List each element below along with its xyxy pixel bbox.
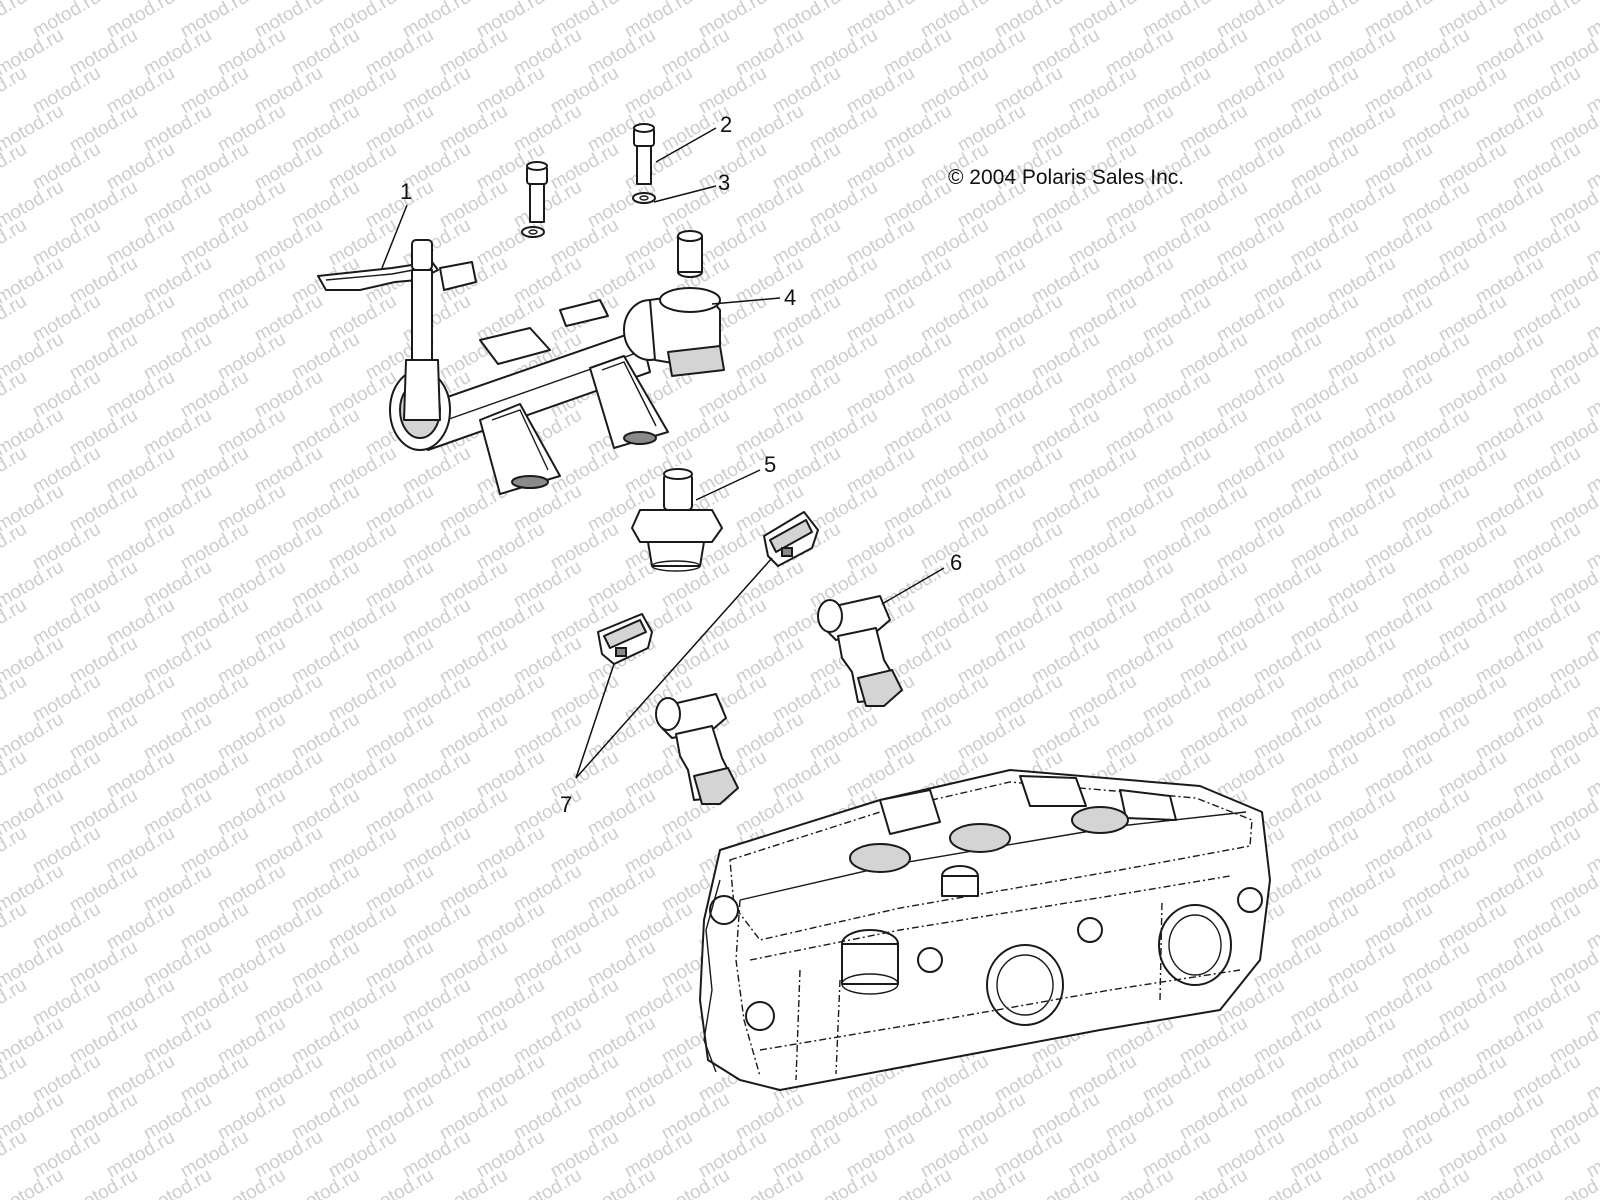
watermark-text: motod.ru <box>880 1165 955 1200</box>
copyright-text: © 2004 Polaris Sales Inc. <box>948 166 1184 189</box>
watermark-text: motod.ru <box>66 1165 141 1200</box>
watermark-text: motod.ru <box>0 0 30 42</box>
part-6-injector-right <box>817 595 903 707</box>
callout-2: 2 <box>720 112 732 137</box>
watermark-text: motod.ru <box>1250 1165 1325 1200</box>
callout-labels: 1 2 3 4 5 6 7 <box>400 112 962 817</box>
watermark-text: motod.ru <box>0 671 30 727</box>
watermark-text: motod.ru <box>436 1165 511 1200</box>
watermark-text: motod.ru <box>0 443 30 499</box>
part-6-injector-left <box>655 693 739 805</box>
watermark-text: motod.ru <box>0 139 30 195</box>
part-5-regulator <box>631 468 723 572</box>
part-3-washer-right <box>632 192 656 204</box>
watermark-text: motod.ru <box>1028 1165 1103 1200</box>
watermark-text: motod.ru <box>1472 1165 1547 1200</box>
watermark-text: motod.ru <box>288 1165 363 1200</box>
watermark-text: motod.ru <box>0 747 30 803</box>
watermark-text: motod.ru <box>362 1165 437 1200</box>
watermark-text: motod.ru <box>510 1165 585 1200</box>
watermark-text: motod.ru <box>0 595 30 651</box>
watermark-text: motod.ru <box>0 215 30 271</box>
watermark-text: motod.ru <box>0 1051 30 1107</box>
watermark-text: motod.ru <box>732 1165 807 1200</box>
watermark-text: motod.ru <box>954 1165 1029 1200</box>
watermark-text: motod.ru <box>584 1165 659 1200</box>
watermark-text: motod.ru <box>0 519 30 575</box>
part-4-regulator <box>623 230 725 377</box>
callout-5: 5 <box>764 452 776 477</box>
part-3-washer-left <box>521 226 545 238</box>
part-7-connector-lower <box>597 613 653 665</box>
watermark-text: motod.ru <box>214 1165 289 1200</box>
watermark-text: motod.ru <box>806 1165 881 1200</box>
callout-6: 6 <box>950 550 962 575</box>
watermark-text: motod.ru <box>0 1127 30 1183</box>
watermark-text: motod.ru <box>0 899 30 955</box>
leader-lines <box>381 127 945 779</box>
watermark-text: motod.ru <box>1176 1165 1251 1200</box>
watermark-text: motod.ru <box>1102 1165 1177 1200</box>
callout-1: 1 <box>400 179 412 204</box>
watermark-text: motod.ru <box>0 823 30 879</box>
watermark-text: motod.ru <box>0 291 30 347</box>
callout-7: 7 <box>560 792 572 817</box>
callout-4: 4 <box>784 285 796 310</box>
cylinder-head <box>699 769 1271 1091</box>
part-2-bolt-left <box>526 161 548 223</box>
callout-3: 3 <box>718 170 730 195</box>
watermark-text: motod.ru <box>0 367 30 423</box>
watermark-text: motod.ru <box>1324 1165 1399 1200</box>
watermark-text: motod.ru <box>0 975 30 1031</box>
watermark-text: motod.ru <box>658 1165 733 1200</box>
watermark-text: motod.ru <box>1398 1165 1473 1200</box>
watermark-text: motod.ru <box>0 63 30 119</box>
part-2-bolt-right <box>633 123 655 185</box>
part-7-connector-upper <box>763 511 819 567</box>
watermark-text: motod.ru <box>140 1165 215 1200</box>
fuel-rail <box>389 239 669 495</box>
